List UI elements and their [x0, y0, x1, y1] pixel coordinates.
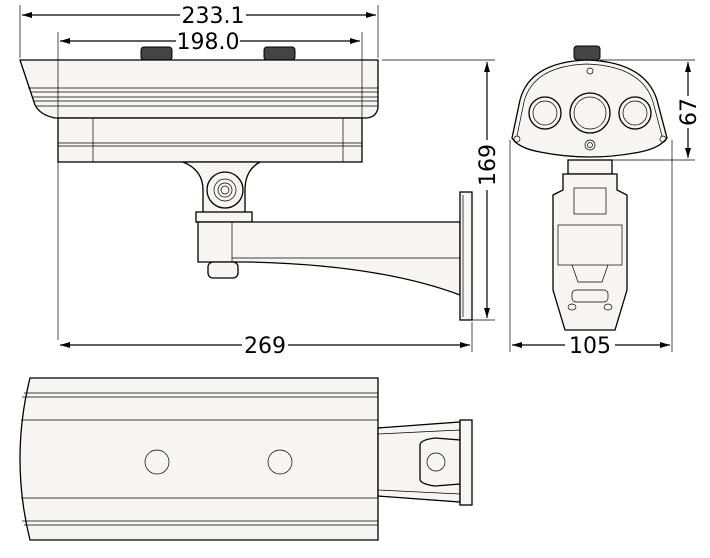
- dim-269: 269: [244, 334, 286, 359]
- ir-led: [528, 96, 562, 130]
- dim-67: 67: [677, 98, 702, 126]
- screw-hole: [267, 449, 293, 475]
- camera-housing: [57, 117, 363, 163]
- bottom-housing: [19, 377, 379, 541]
- dim-233-1: 233.1: [182, 4, 245, 29]
- front-bracket: [552, 173, 628, 331]
- dim-105: 105: [569, 334, 611, 359]
- wall-plate: [459, 191, 473, 321]
- pivot-base: [195, 211, 253, 223]
- bracket-arm: [197, 221, 461, 296]
- knob: [140, 46, 173, 61]
- arm-nut: [207, 261, 239, 279]
- front-view: [511, 45, 668, 331]
- bottom-wall-plate: [459, 419, 473, 506]
- ir-led: [618, 96, 652, 130]
- knob: [263, 46, 296, 61]
- pivot-joint: [206, 171, 244, 209]
- camera-lens: [569, 92, 611, 134]
- screw-hole: [144, 449, 170, 475]
- pivot-lug: [419, 437, 461, 487]
- front-dimension-lines: 67 105: [509, 59, 702, 359]
- front-mount: [567, 159, 613, 175]
- bottom-view: [19, 377, 473, 541]
- knob: [573, 45, 601, 61]
- dim-198-0: 198.0: [177, 30, 240, 55]
- dimension-lines: 233.1 198.0 169 269: [19, 4, 501, 359]
- dim-169: 169: [476, 144, 501, 186]
- sun-shield: [19, 59, 379, 119]
- side-view: [19, 46, 473, 321]
